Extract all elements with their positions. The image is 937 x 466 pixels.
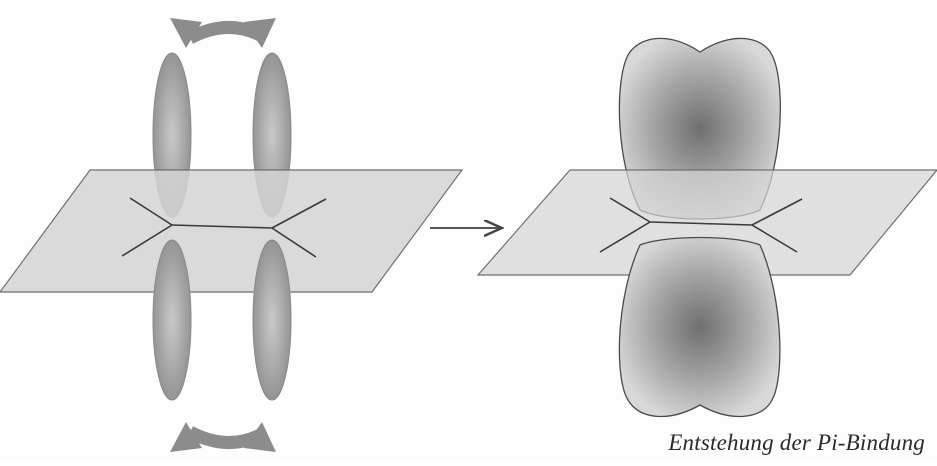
p-orbital-lower-left-lobe [152, 239, 192, 401]
left-sigma-bond-skeleton [121, 197, 327, 258]
right-pi-bond-group [476, 37, 937, 418]
figure-caption: Entstehung der Pi-Bindung [668, 430, 925, 455]
right-sigma-bond-skeleton [599, 197, 803, 253]
pi-cloud-lower [618, 236, 781, 418]
right-molecular-plane [476, 169, 937, 276]
left-molecular-plane [0, 169, 464, 293]
bottom-rotation-arrow-icon [170, 422, 276, 452]
p-orbital-lower-right-lobe [252, 239, 292, 401]
top-rotation-arrow-icon [170, 18, 276, 48]
left-p-orbitals-group [0, 18, 464, 452]
